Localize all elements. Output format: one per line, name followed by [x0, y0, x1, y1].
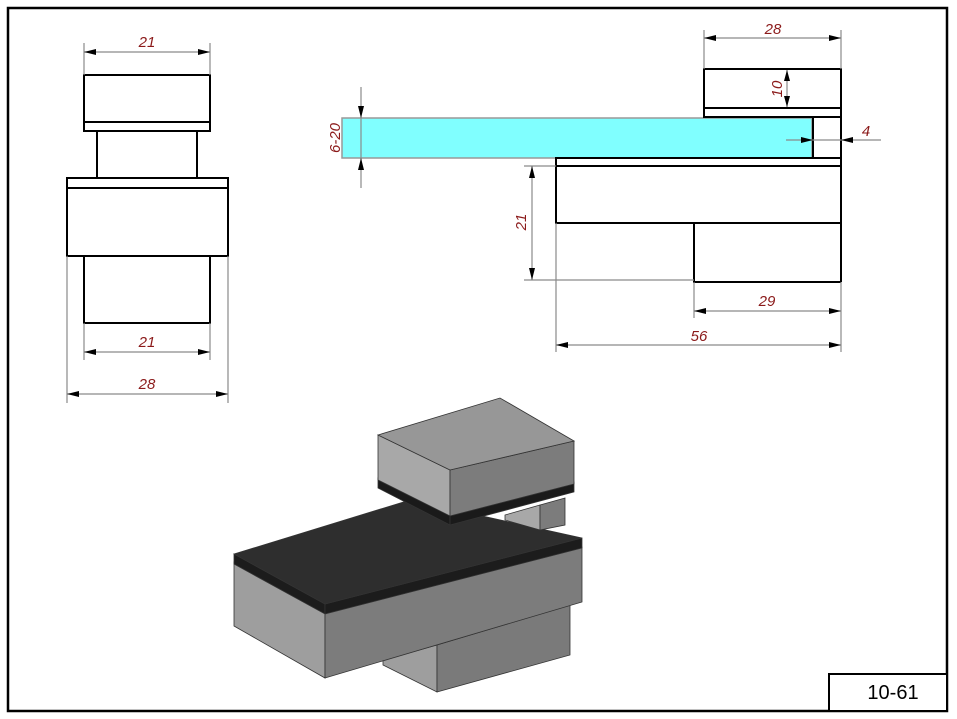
dim-front-bottom-width: 21: [83, 323, 211, 360]
dim-glass-thickness: 6-20: [327, 87, 364, 188]
dim-text-base-lower-width: 29: [758, 293, 776, 310]
iso-clamp-top-face: [376, 397, 576, 471]
dim-text-top-width: 21: [138, 34, 156, 51]
dim-text-glass-thickness: 6-20: [327, 122, 344, 153]
side-base-block: [555, 157, 842, 224]
front-view: 21 21 28: [66, 34, 229, 403]
dim-text-overall-width: 28: [138, 376, 156, 393]
front-lower-block: [83, 256, 211, 324]
front-top-clamp: [83, 74, 211, 132]
dim-base-height: 21: [513, 165, 694, 281]
dim-top-clamp-height: 10: [769, 70, 790, 107]
side-view: 6-20 28 10 4: [327, 21, 881, 352]
dim-top-clamp-width: 28: [703, 21, 842, 69]
dim-gap: 4: [786, 123, 881, 143]
dim-text-base-height: 21: [513, 214, 530, 232]
glass-panel: [341, 117, 813, 159]
dim-text-gap: 4: [862, 123, 870, 140]
dim-text-top-clamp-height: 10: [769, 80, 786, 97]
title-block: 10-61: [828, 673, 948, 712]
dim-base-lower-width: 29: [693, 282, 842, 352]
dim-front-overall-width: 28: [66, 256, 229, 403]
drawing-number: 10-61: [867, 682, 918, 704]
iso-neck-front: [539, 497, 566, 531]
side-lower-block: [693, 223, 841, 283]
dim-text-overall-length: 56: [691, 328, 708, 345]
dim-text-bottom-width: 21: [138, 334, 156, 351]
iso-base-top-face: [232, 499, 583, 605]
dim-overall-length: 56: [555, 223, 841, 352]
dim-front-top-width: 21: [83, 34, 211, 75]
drawing-frame: [6, 6, 949, 713]
dim-text-top-clamp-width: 28: [764, 21, 782, 38]
isometric-view: [232, 397, 583, 693]
front-base: [66, 177, 229, 257]
